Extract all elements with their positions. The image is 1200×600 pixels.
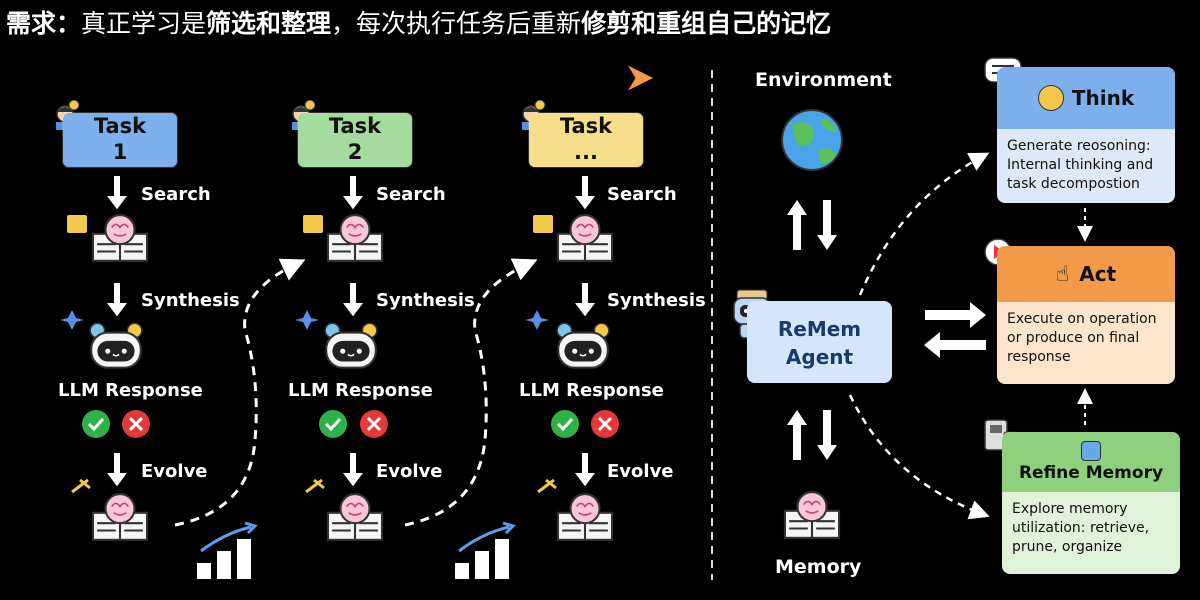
- task-box-3: Task ...: [529, 113, 643, 167]
- refine-flow-arrow: [848, 394, 990, 520]
- note-icon: [67, 215, 87, 233]
- task-index: 1: [112, 140, 128, 164]
- think-header: Think: [997, 67, 1175, 129]
- down-arrow-icon: [341, 452, 365, 488]
- exchange-arrow-icon: [924, 302, 986, 358]
- sparkle-icon: [525, 310, 549, 330]
- bar-chart-icon: [453, 521, 515, 581]
- refine-memory-card: Refine Memory Explore memory utilization…: [1002, 432, 1180, 574]
- synthesis-label: Synthesis: [607, 290, 706, 311]
- brain-book-icon: [783, 491, 841, 539]
- brain-book-icon: [326, 214, 384, 262]
- think-body: Generate reosoning: Internal thinking an…: [1007, 138, 1154, 192]
- robot-face-icon: [89, 322, 143, 369]
- down-arrow-icon: [573, 452, 597, 488]
- down-arrow-icon: [105, 282, 129, 318]
- task-label: Task: [559, 114, 613, 138]
- evolve-label: Evolve: [141, 461, 208, 482]
- sparkle-icon: [60, 310, 84, 330]
- act-card: ☝ Act Execute on operation or produce on…: [997, 246, 1175, 384]
- database-icon: [1081, 441, 1101, 461]
- refine-body: Explore memory utilization: retrieve, pr…: [1012, 501, 1150, 555]
- check-icon: [551, 410, 579, 438]
- down-arrow-icon: [573, 175, 597, 211]
- task-index: 2: [347, 140, 363, 164]
- refine-header: Refine Memory: [1002, 432, 1180, 492]
- down-arrow-icon: [105, 175, 129, 211]
- title-part2: ，每次执行任务后重新: [331, 9, 582, 38]
- bar-chart-icon: [195, 521, 257, 581]
- globe-icon: [781, 109, 843, 171]
- bulb-icon: [1037, 85, 1064, 111]
- memory-label: Memory: [775, 556, 862, 578]
- remem-agent-box: ReMem Agent: [747, 301, 892, 383]
- think-title: Think: [1071, 86, 1135, 110]
- task-box-1: Task 1: [63, 113, 177, 167]
- down-arrow-icon: [105, 452, 129, 488]
- task-index: ...: [574, 140, 598, 164]
- robot-face-icon: [556, 322, 610, 369]
- evolve-label: Evolve: [376, 461, 443, 482]
- pointer-icon: ☝: [1055, 261, 1070, 287]
- act-header: ☝ Act: [997, 246, 1175, 302]
- title-bold2: 修剪和重组自己的记忆: [581, 9, 832, 38]
- brain-book-icon: [91, 493, 149, 541]
- check-icon: [319, 410, 347, 438]
- llm-response-label: LLM Response: [58, 380, 203, 401]
- note-icon: [533, 215, 553, 233]
- evolve-flow-arrow: [404, 258, 538, 527]
- refine-title: Refine Memory: [1018, 463, 1164, 483]
- agent-name-line1: ReMem: [777, 317, 862, 341]
- brain-book-icon: [556, 493, 614, 541]
- note-icon: [303, 215, 323, 233]
- brain-book-icon: [326, 493, 384, 541]
- search-label: Search: [607, 184, 677, 205]
- down-arrow-icon: [341, 282, 365, 318]
- search-label: Search: [376, 184, 446, 205]
- title-bold1: 筛选和整理: [206, 9, 332, 38]
- sparkle-icon: [295, 310, 319, 330]
- brain-book-icon: [91, 214, 149, 262]
- llm-response-label: LLM Response: [519, 380, 664, 401]
- check-icon: [82, 410, 110, 438]
- page-title: 需求：真正学习是筛选和整理，每次执行任务后重新修剪和重组自己的记忆: [6, 4, 831, 40]
- synthesis-label: Synthesis: [376, 290, 475, 311]
- task-box-2: Task 2: [298, 113, 412, 167]
- agent-name-line2: Agent: [785, 345, 854, 369]
- brain-book-icon: [556, 214, 614, 262]
- wand-icon: [305, 478, 325, 494]
- wand-icon: [71, 478, 91, 494]
- evolve-flow-arrow: [174, 258, 306, 527]
- environment-label: Environment: [755, 69, 892, 91]
- act-title: Act: [1079, 262, 1117, 286]
- bidirectional-arrow-icon: [787, 410, 837, 460]
- llm-response-label: LLM Response: [288, 380, 433, 401]
- bidirectional-arrow-icon: [787, 200, 837, 250]
- robot-face-icon: [324, 322, 378, 369]
- down-arrow-icon: [573, 282, 597, 318]
- synthesis-label: Synthesis: [141, 290, 240, 311]
- think-flow-arrow: [858, 152, 990, 296]
- title-prefix: 需求：: [6, 9, 82, 38]
- evolve-label: Evolve: [607, 461, 674, 482]
- think-card: Think Generate reosoning: Internal think…: [997, 67, 1175, 203]
- act-body: Execute on operation or produce on final…: [1007, 311, 1157, 365]
- down-arrow-icon: [341, 175, 365, 211]
- task-label: Task: [93, 114, 147, 138]
- search-label: Search: [141, 184, 211, 205]
- task-label: Task: [328, 114, 382, 138]
- wand-icon: [537, 478, 557, 494]
- title-part1: 真正学习是: [81, 9, 207, 38]
